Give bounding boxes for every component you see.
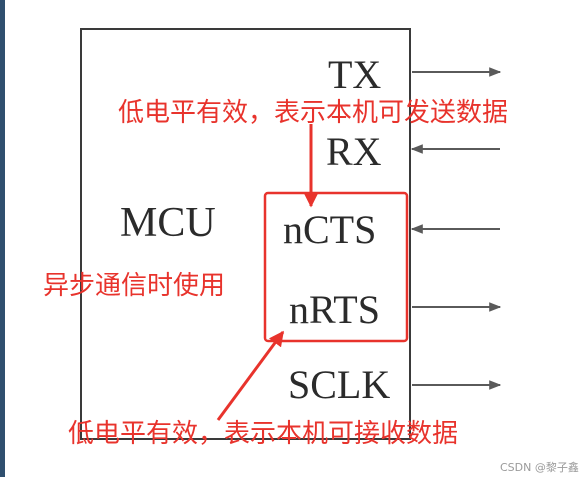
rts-note-arrow (216, 330, 285, 421)
pin-label-ncts: nCTS (283, 207, 376, 252)
mcu-label: MCU (120, 200, 216, 246)
watermark: CSDN @黎子鑫 (500, 460, 579, 474)
async-annotation: 异步通信时使用 (43, 271, 225, 301)
flow-control-highlight-box (263, 191, 409, 343)
pin-label-tx: TX (328, 52, 381, 97)
left-edge-strip (0, 0, 5, 477)
pin-label-sclk: SCLK (288, 362, 390, 407)
mcu-block (80, 28, 411, 440)
pin-label-nrts: nRTS (289, 287, 380, 332)
pin-label-rx: RX (326, 129, 382, 174)
rts-annotation: 低电平有效，表示本机可接收数据 (68, 419, 458, 449)
cts-annotation: 低电平有效，表示本机可发送数据 (118, 98, 508, 128)
